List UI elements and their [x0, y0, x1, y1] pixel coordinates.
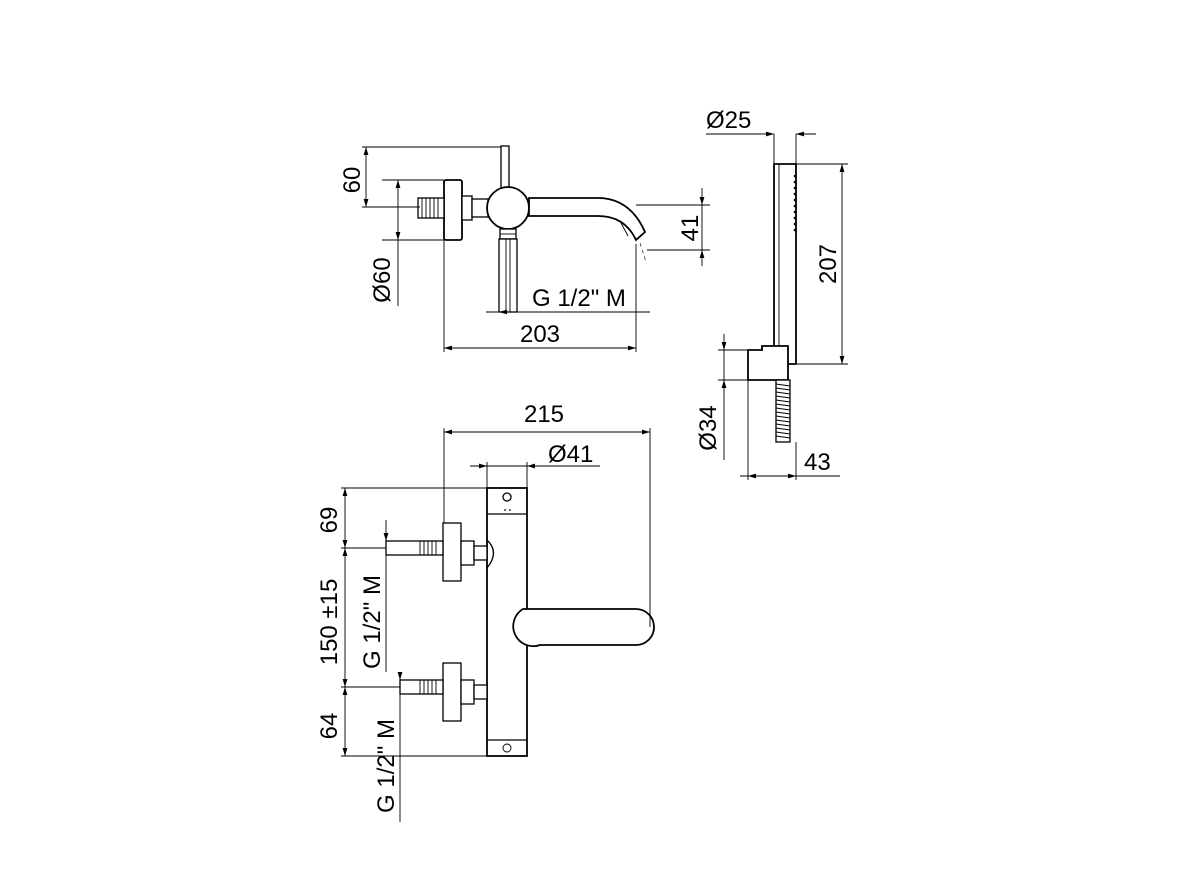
dim-dia41-label: Ø41: [548, 441, 593, 468]
dim-43-label: 43: [804, 449, 831, 476]
front-thread-upper-label: G 1/2" M: [359, 575, 386, 669]
dim-60-label: 60: [339, 167, 366, 194]
nozzle-dots: [793, 174, 797, 232]
dim-150-label: 150 ±15: [316, 579, 343, 666]
dim-dia34-label: Ø34: [695, 405, 722, 450]
handshower: Ø25 207 Ø34 43: [695, 107, 848, 480]
dim-dia60-label: Ø60: [369, 257, 396, 302]
hose-coil: [775, 383, 791, 439]
dim-203-label: 203: [520, 321, 560, 348]
side-thread-label: G 1/2" M: [532, 285, 626, 312]
dim-207-label: 207: [815, 244, 842, 284]
dim-64-label: 64: [316, 713, 343, 740]
dim-215-label: 215: [524, 401, 564, 428]
side-view: 60 Ø60 203 G 1/2" M 41: [339, 145, 710, 352]
front-thread-lower-label: G 1/2" M: [373, 719, 400, 813]
dim-dia25-label: Ø25: [706, 107, 751, 134]
upper-thread: [419, 541, 437, 555]
dim-69-label: 69: [316, 507, 343, 534]
dim-41-label: 41: [677, 215, 704, 242]
front-view: 215 Ø41 69 150 ±15 64 G 1/2" M G 1/2" M: [316, 401, 655, 822]
lower-thread: [419, 680, 437, 694]
